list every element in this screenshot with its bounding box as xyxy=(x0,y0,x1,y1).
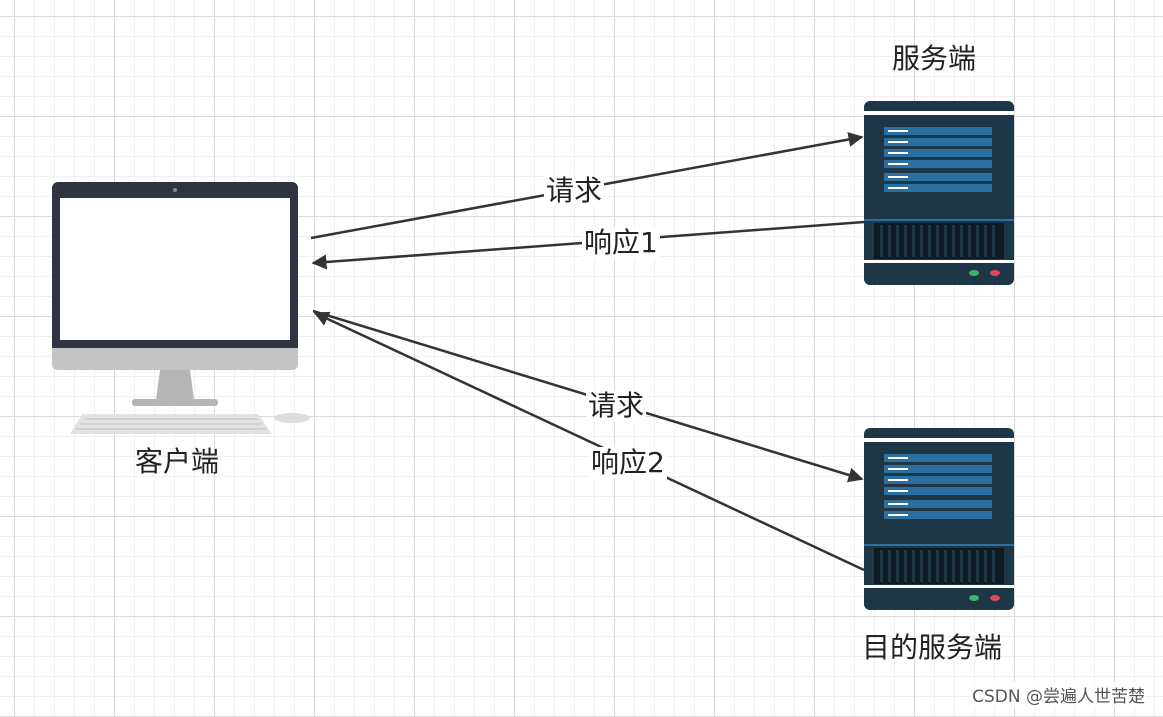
server-icon xyxy=(864,101,1014,285)
response1-label: 响应1 xyxy=(582,226,660,259)
request2-label: 请求 xyxy=(586,389,647,422)
client-label: 客户端 xyxy=(135,445,220,478)
response2-label: 响应2 xyxy=(589,446,667,479)
target-server-label: 目的服务端 xyxy=(862,631,1003,664)
response2-arrow xyxy=(313,311,865,572)
watermark: CSDN @尝遍人世苦楚 xyxy=(970,682,1147,707)
client-computer-icon xyxy=(52,182,310,434)
target-server-icon xyxy=(864,428,1014,610)
server-label: 服务端 xyxy=(892,42,977,75)
request1-label: 请求 xyxy=(544,174,605,207)
